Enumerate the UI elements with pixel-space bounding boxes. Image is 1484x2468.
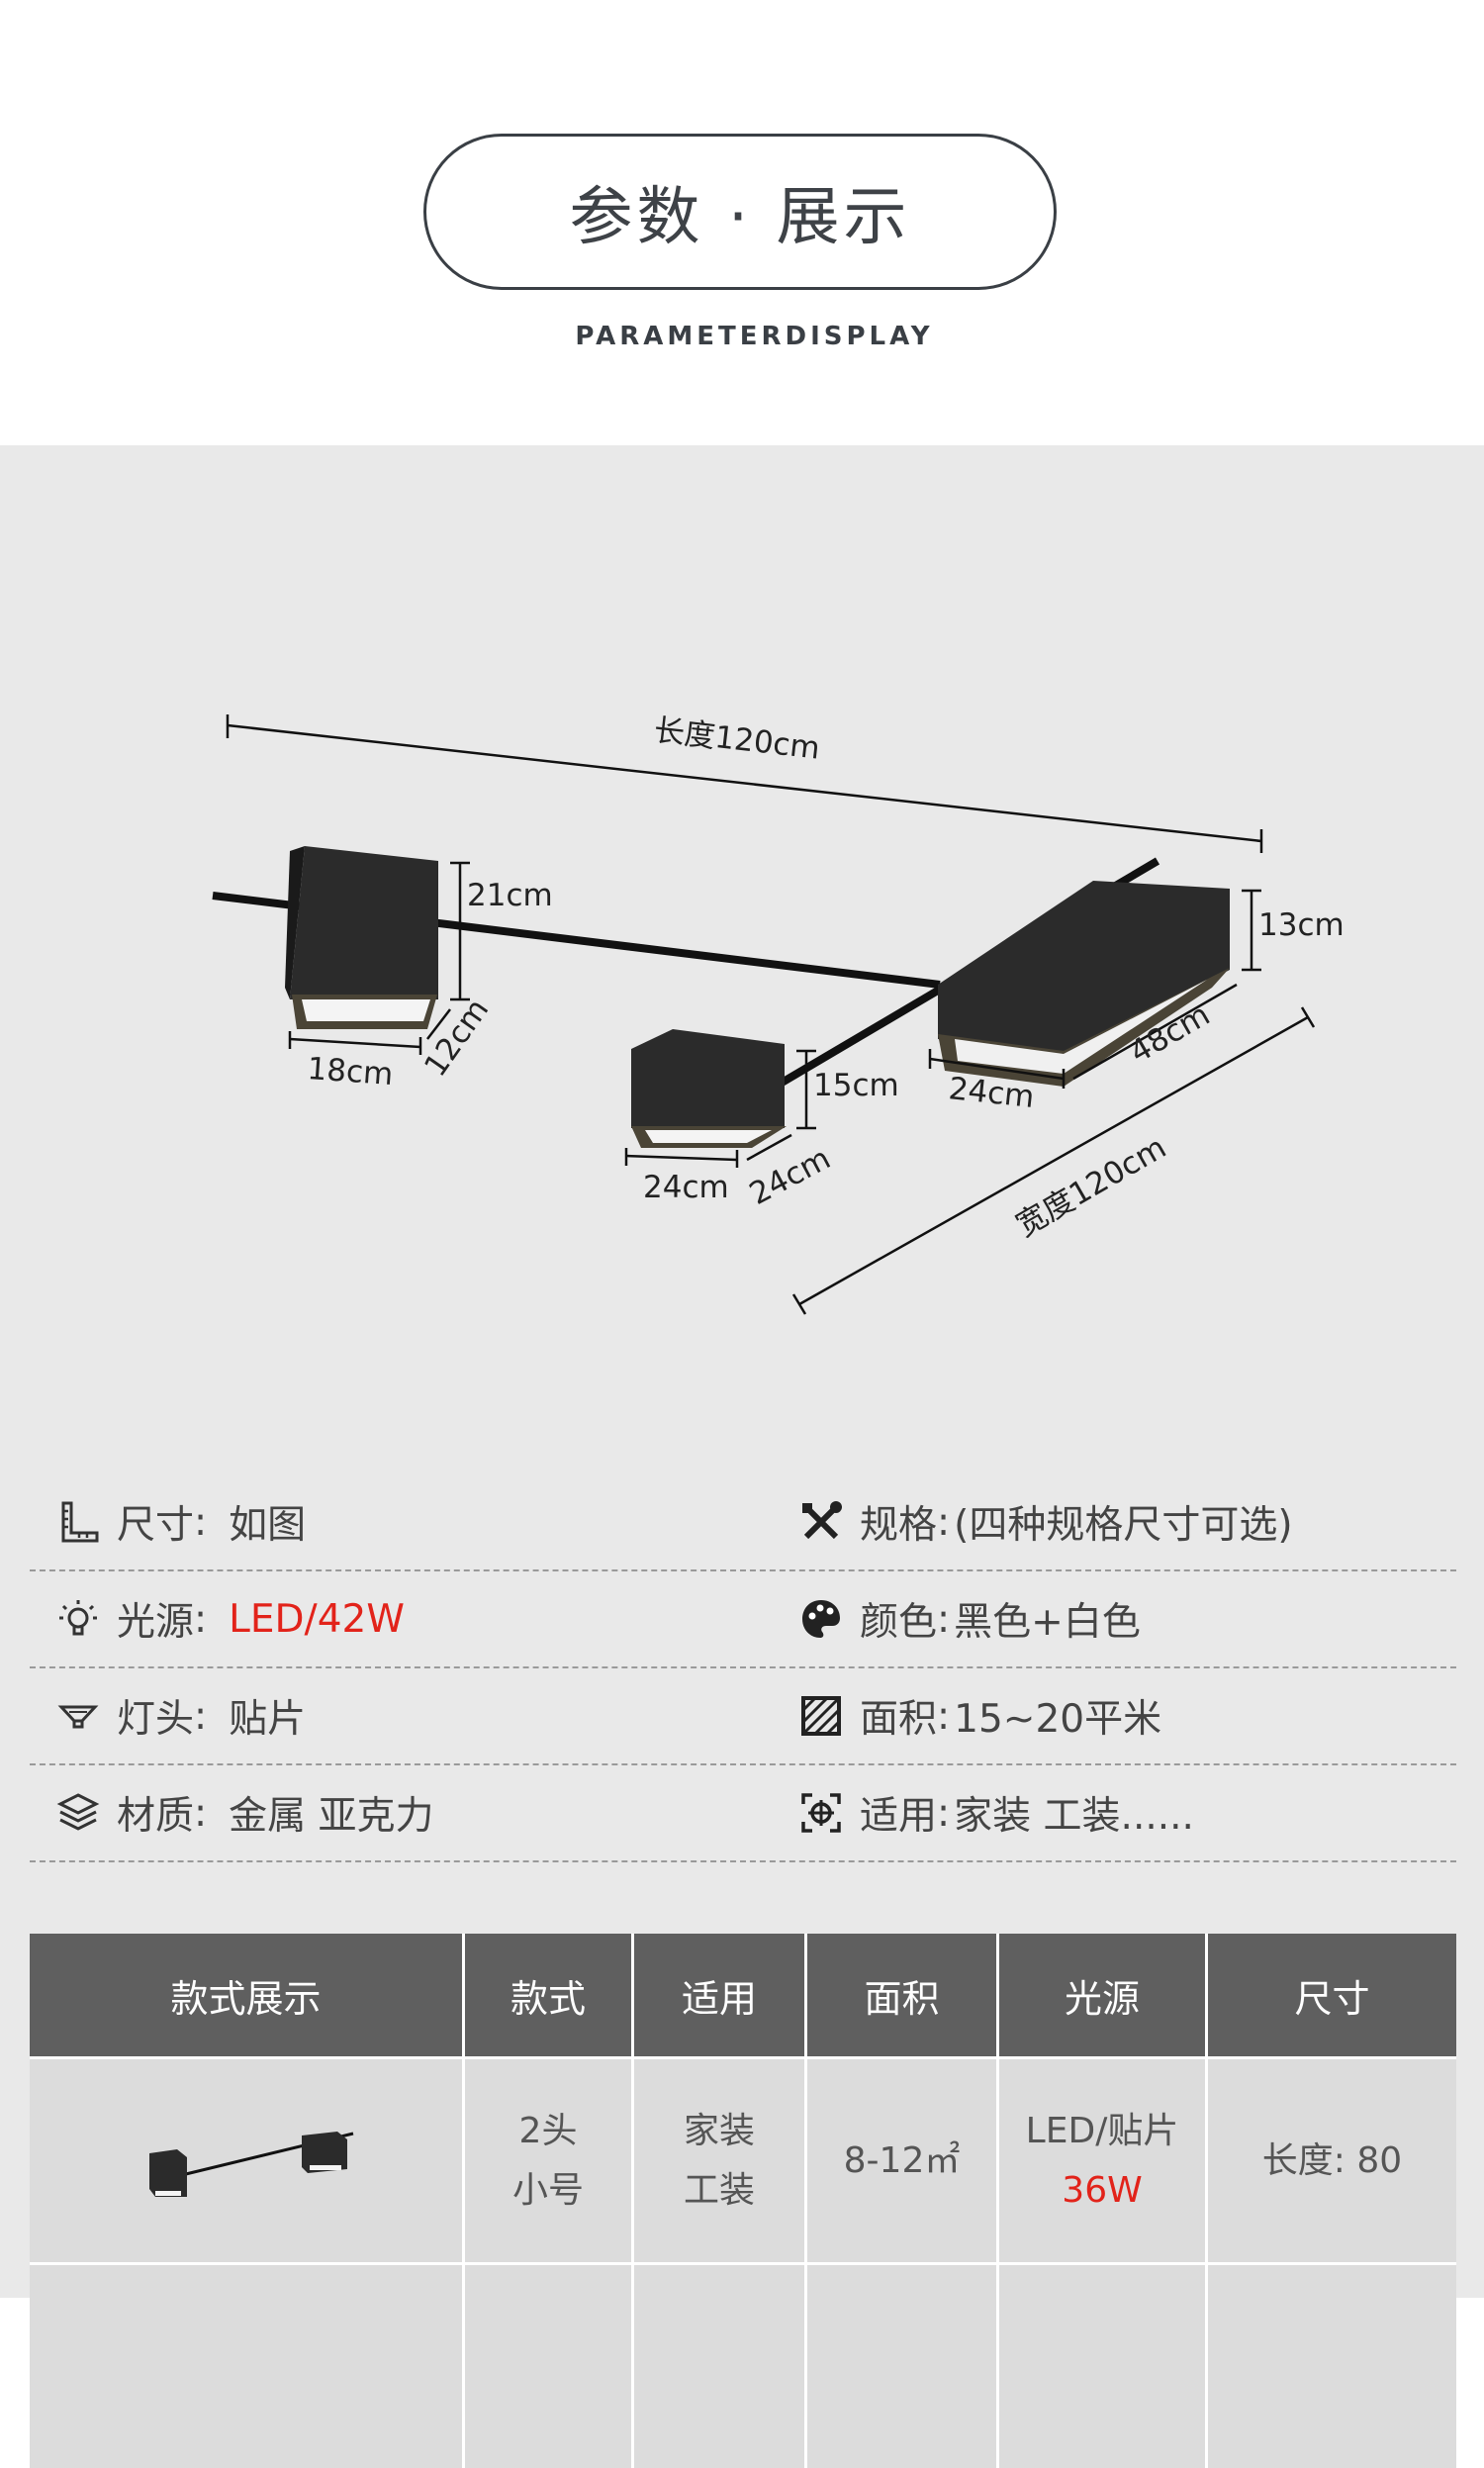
target-icon: [794, 1786, 848, 1840]
use-cell: 家装工装: [633, 2058, 806, 2264]
style-cell: 2头小号: [464, 2058, 633, 2264]
lamp-c-height: 13cm: [1258, 907, 1345, 943]
col-header: 款式展示: [30, 1934, 464, 2058]
palette-icon: [794, 1592, 848, 1646]
dimension-diagram: 长度120cm: [0, 445, 1484, 1435]
lamp-a-width: 18cm: [306, 1051, 394, 1092]
lamp-a-height: 21cm: [467, 878, 553, 913]
size-cell: 长度: 80: [1207, 2058, 1457, 2264]
lamp-b-depth: 24cm: [744, 1141, 836, 1212]
spec-material: 材质: 金属 亚克力: [30, 1765, 743, 1860]
spec-row: 材质: 金属 亚克力 适用: 家装 工装......: [30, 1765, 1456, 1862]
lamp-b-width: 24cm: [643, 1170, 729, 1205]
area-icon: [794, 1689, 848, 1743]
col-header: 款式: [464, 1934, 633, 2058]
spec-spec: 规格: (四种规格尺寸可选): [743, 1474, 1456, 1569]
spec-row: 尺寸: 如图 规格: (四种规格尺寸可选): [30, 1474, 1456, 1571]
title-pill: 参数 · 展示: [423, 134, 1057, 290]
lamp-c-width: 24cm: [947, 1071, 1036, 1115]
col-header: 光源: [998, 1934, 1207, 2058]
header-section: 参数 · 展示 PARAMETERDISPLAY: [0, 0, 1484, 445]
layers-icon: [51, 1786, 105, 1840]
product-thumbnail: [30, 2058, 464, 2264]
lamp-a: [285, 846, 438, 1029]
lamp-b-height: 15cm: [813, 1068, 899, 1103]
page-subtitle: PARAMETERDISPLAY: [0, 322, 1484, 351]
col-header: 适用: [633, 1934, 806, 2058]
spec-area: 面积: 15~20平米: [743, 1668, 1456, 1763]
col-header: 尺寸: [1207, 1934, 1457, 2058]
spec-list: 尺寸: 如图 规格: (四种规格尺寸可选) 光源: LED/42W 颜色: 黑色…: [30, 1474, 1456, 1862]
ruler-icon: [51, 1495, 105, 1549]
spec-light: 光源: LED/42W: [30, 1571, 743, 1666]
lamp-icon: [51, 1689, 105, 1743]
spec-color: 颜色: 黑色+白色: [743, 1571, 1456, 1666]
table-header-row: 款式展示 款式 适用 面积 光源 尺寸: [30, 1934, 1456, 2058]
spec-usage: 适用: 家装 工装......: [743, 1765, 1456, 1860]
tools-icon: [794, 1495, 848, 1549]
table-row: [30, 2264, 1456, 2468]
models-table: 款式展示 款式 适用 面积 光源 尺寸 2头小号 家装工装 8-12㎡ LED/…: [30, 1934, 1456, 2468]
spec-row: 灯头: 贴片 面积: 15~20平米: [30, 1668, 1456, 1765]
area-cell: 8-12㎡: [806, 2058, 998, 2264]
spec-row: 光源: LED/42W 颜色: 黑色+白色: [30, 1571, 1456, 1668]
lamp-b: [631, 1029, 787, 1148]
bulb-icon: [51, 1592, 105, 1646]
width-label: 宽度120cm: [1010, 1130, 1172, 1244]
col-header: 面积: [806, 1934, 998, 2058]
lamp-thumbnail: [118, 2092, 375, 2211]
length-label: 长度120cm: [652, 712, 821, 767]
page-title: 参数 · 展示: [569, 166, 910, 257]
spec-lamp-head: 灯头: 贴片: [30, 1668, 743, 1763]
spec-size: 尺寸: 如图: [30, 1474, 743, 1569]
lamp-c: [938, 881, 1230, 1087]
